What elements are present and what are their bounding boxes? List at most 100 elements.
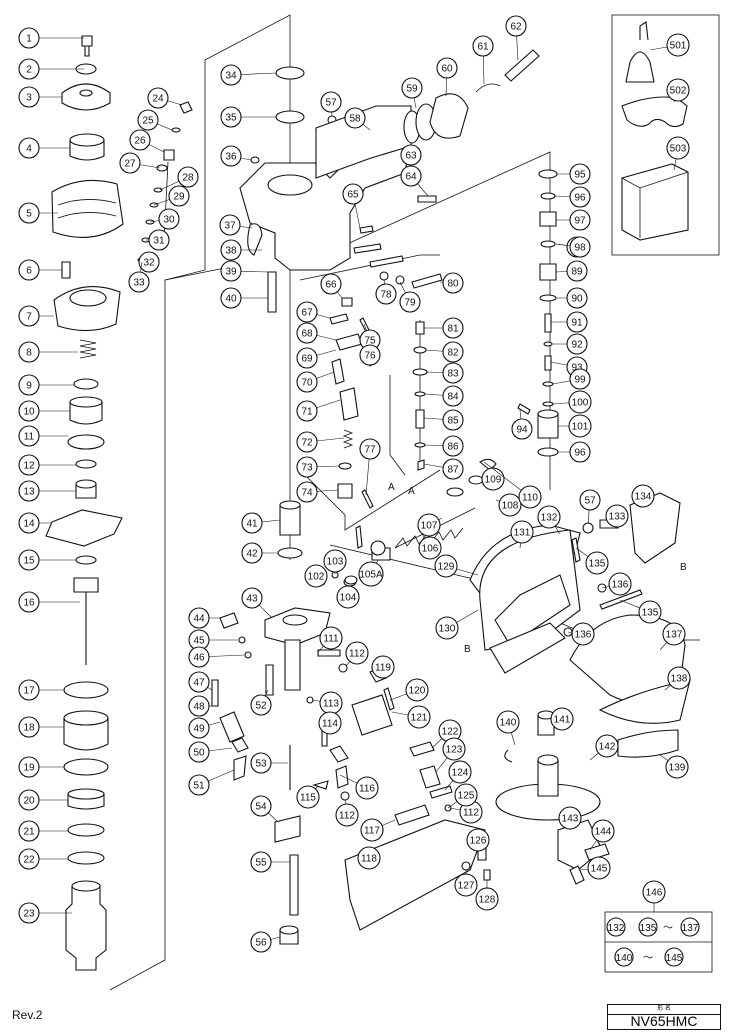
callout-circle: [147, 87, 169, 109]
callout-5: 5: [18, 202, 58, 224]
callout-61: 61: [472, 35, 494, 85]
callout-76: 76: [359, 344, 381, 366]
callout-number: 17: [23, 686, 35, 697]
callout-19: 19: [18, 756, 64, 778]
callout-number: 112: [339, 811, 355, 822]
callout-circle: [442, 317, 464, 339]
callout-circle: [359, 344, 381, 366]
callout-101: 101: [558, 414, 592, 438]
callout-number: 95: [574, 170, 586, 181]
callout-141: 141: [550, 707, 574, 731]
callout-number: 22: [23, 855, 35, 866]
callout-107: 107: [417, 513, 443, 537]
callout-circle: [296, 301, 318, 323]
callout-13: 13: [18, 480, 76, 502]
callout-number: 51: [193, 781, 205, 792]
callout-136: 136: [601, 572, 632, 596]
callout-circle: [569, 236, 591, 258]
callout-circle: [18, 374, 40, 396]
callout-circle: [119, 152, 141, 174]
callout-number: 141: [554, 715, 571, 726]
callout-16: 16: [18, 591, 80, 613]
callout-number: 13: [23, 487, 35, 498]
callout-number: 52: [255, 701, 267, 712]
callout-circle: [631, 484, 655, 508]
callout-number: 68: [301, 329, 313, 340]
callout-number: 40: [225, 294, 237, 305]
callout-number: 25: [142, 116, 154, 127]
callout-36: 36: [220, 145, 252, 167]
callout-135: 135: [575, 547, 609, 575]
callout-circle: [18, 591, 40, 613]
callout-circle: [566, 287, 588, 309]
callout-number: 135: [589, 559, 606, 570]
callout-3: 3: [18, 86, 62, 108]
callout-number: 65: [347, 190, 359, 201]
callout-121: 121: [391, 705, 431, 729]
callout-circle: [472, 35, 494, 57]
callout-66: 66: [320, 273, 343, 299]
callout-circle: [18, 137, 40, 159]
callout-112: 112: [345, 641, 369, 667]
callout-circle: [344, 107, 366, 129]
callout-number: 136: [575, 630, 592, 641]
callout-92: 92: [552, 333, 588, 355]
callout-number: 123: [446, 745, 463, 756]
kit-row2-sep: ～: [643, 953, 653, 964]
callout-84: 84: [424, 385, 464, 407]
callout-133: 133: [605, 504, 629, 528]
callout-number: 55: [255, 858, 267, 869]
callout-58: 58: [344, 107, 371, 131]
callout-circle: [399, 291, 421, 313]
callout-circle: [296, 431, 318, 453]
callout-circle: [666, 78, 690, 102]
callout-circle: [571, 622, 595, 646]
callout-circle: [454, 783, 478, 807]
callout-26: 26: [129, 129, 165, 153]
callout-number: 134: [635, 492, 652, 503]
callout-circle: [18, 902, 40, 924]
callout-circle: [18, 341, 40, 363]
callout-circle: [18, 480, 40, 502]
callout-layer: 1234567891011121314151617181920212223242…: [18, 15, 691, 953]
frame-lines: [109, 14, 720, 991]
ring-part-22: [67, 851, 105, 865]
callout-circle: [18, 400, 40, 422]
callout-37: 37: [219, 214, 253, 236]
callout-circle: [436, 57, 458, 79]
screw-part-1: [81, 35, 93, 57]
callout-circle: [568, 390, 592, 414]
callout-number: 133: [609, 512, 626, 523]
callout-circle: [128, 271, 150, 293]
callout-119: 119: [371, 655, 395, 679]
callout-circle: [18, 259, 40, 281]
callout-number: 66: [325, 280, 337, 291]
callout-number: 15: [23, 556, 35, 567]
callout-number: 112: [349, 649, 365, 660]
callout-44: 44: [188, 607, 220, 629]
callout-circle: [241, 542, 263, 564]
callout-circle: [148, 229, 170, 251]
callout-number: 111: [323, 634, 339, 645]
callout-6: 6: [18, 259, 62, 281]
bolt-part-6: [61, 261, 71, 279]
callout-circle: [537, 505, 561, 529]
callout-circle: [188, 671, 210, 693]
callout-number: 131: [514, 528, 531, 539]
callout-circle: [568, 414, 592, 438]
callout-circle: [448, 760, 472, 784]
callout-51: 51: [188, 769, 235, 796]
model-header: 形 名: [608, 1005, 720, 1015]
kit-row1-mid: 135: [640, 923, 657, 934]
callout-number: 10: [23, 407, 35, 418]
callout-circle: [371, 655, 395, 679]
callout-number: 67: [301, 308, 313, 319]
callout-circle: [18, 86, 40, 108]
callout-78: 78: [375, 279, 397, 305]
callout-number: 106: [422, 544, 439, 555]
callout-109: 109: [481, 467, 505, 491]
callout-90: 90: [556, 287, 588, 309]
callout-circle: [591, 819, 615, 843]
callout-8: 8: [18, 341, 78, 363]
callout-number: 501: [670, 41, 687, 52]
